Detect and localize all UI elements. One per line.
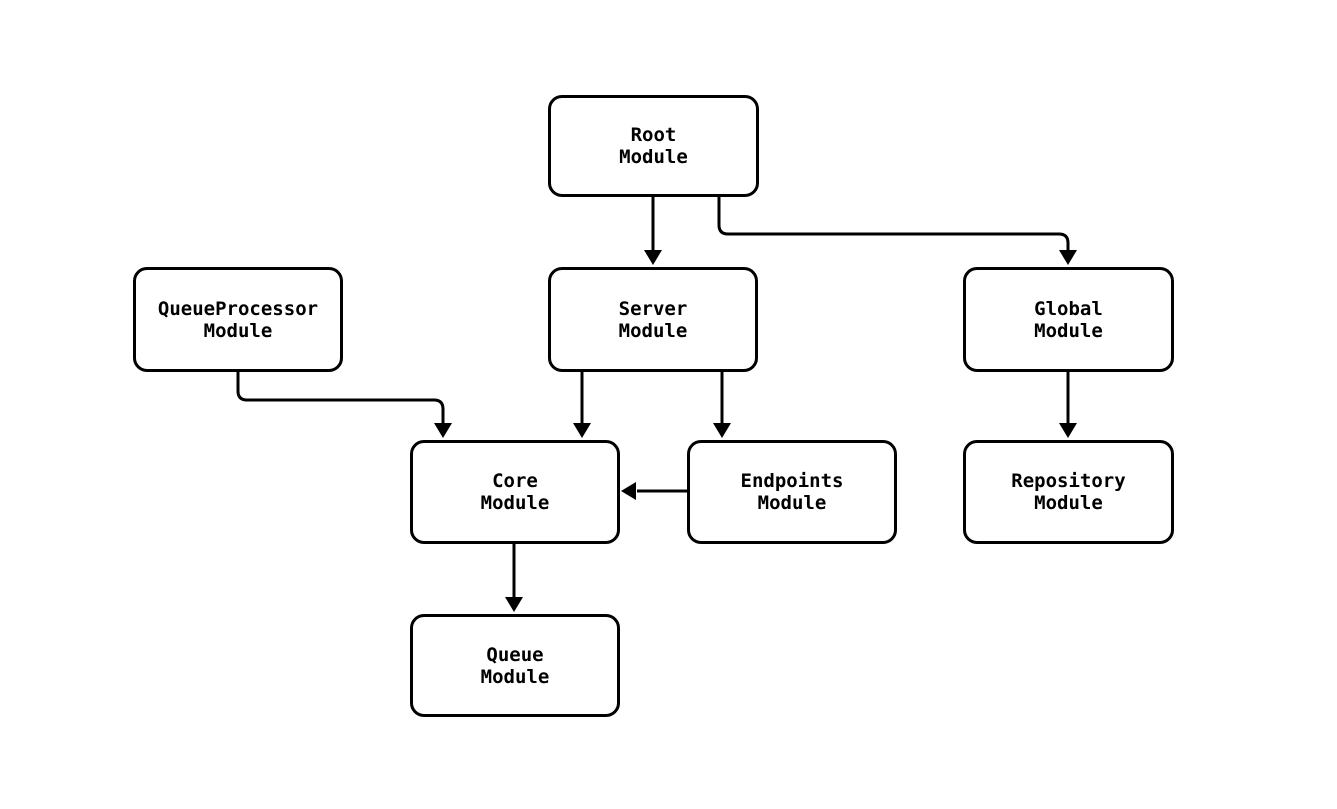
- node-label-server: Server Module: [618, 297, 688, 342]
- node-label-repository: Repository Module: [1011, 470, 1126, 514]
- edge-queueprocessor-to-core: [236, 372, 445, 423]
- node-global[interactable]: Global Module: [963, 267, 1174, 372]
- arrowhead-server-to-endpoints: [713, 423, 731, 438]
- arrowhead-endpoints-to-core: [621, 482, 636, 500]
- node-root[interactable]: Root Module: [548, 95, 759, 197]
- arrowhead-root-to-global: [1059, 250, 1077, 265]
- edge-root-to-global: [717, 197, 1070, 250]
- node-queue[interactable]: Queue Module: [410, 614, 620, 717]
- arrowhead-queueprocessor-to-core: [434, 423, 452, 438]
- node-label-root: Root Module: [619, 124, 688, 168]
- node-label-queue: Queue Module: [480, 643, 550, 688]
- node-repository[interactable]: Repository Module: [963, 440, 1174, 544]
- node-queueprocessor[interactable]: QueueProcessor Module: [133, 267, 343, 372]
- node-endpoints[interactable]: Endpoints Module: [687, 440, 897, 544]
- node-server[interactable]: Server Module: [548, 267, 758, 372]
- node-label-endpoints: Endpoints Module: [740, 470, 844, 514]
- arrowhead-server-to-core: [573, 423, 591, 438]
- node-label-core: Core Module: [480, 470, 550, 514]
- arrowhead-core-to-queue: [505, 597, 523, 612]
- arrowhead-global-to-repository: [1059, 423, 1077, 438]
- node-label-queueprocessor: QueueProcessor Module: [157, 297, 319, 342]
- node-label-global: Global Module: [1034, 297, 1103, 342]
- node-core[interactable]: Core Module: [410, 440, 620, 544]
- arrowhead-root-to-server: [644, 250, 662, 265]
